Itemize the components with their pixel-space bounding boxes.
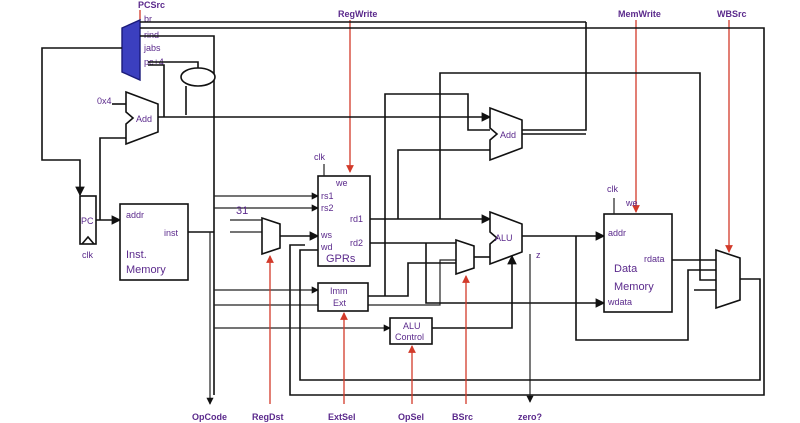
alu-z-label: z [536, 250, 541, 260]
alucontrol-line1: ALU [403, 321, 421, 331]
pc-mux [121, 18, 141, 82]
regfile-clk-label: clk [314, 152, 325, 162]
writeback-wire [299, 249, 761, 381]
dmem-rdata-label: rdata [644, 254, 665, 264]
bsrc-label: BSrc [452, 412, 473, 422]
jump-shift-ellipse [180, 67, 216, 87]
alucontrol-line2: Control [395, 332, 424, 342]
memwrite-label: MemWrite [618, 9, 661, 19]
imm-to-branch-adder-wire [384, 93, 490, 296]
regfile-wd-label: wd [320, 242, 333, 252]
rd1-to-branch-adder-wire [397, 149, 490, 219]
pc-adder [125, 90, 159, 146]
opcode-label: OpCode [192, 412, 227, 422]
pc4-to-wbmux-wire [699, 112, 716, 281]
dmem-we-label: we [625, 198, 638, 208]
alu-control [389, 317, 433, 345]
regfile-rd2-label: rd2 [350, 238, 363, 248]
immext-line1: Imm [330, 286, 348, 296]
register-file [317, 175, 371, 267]
alucontrol-to-alu-wire [432, 254, 517, 329]
extsel-label: ExtSel [328, 412, 356, 422]
regfile-rd1-label: rd1 [350, 214, 363, 224]
pc-clock-triangle [81, 235, 95, 245]
pc4-to-mux-wire [148, 64, 165, 117]
pcsrc-label: PCSrc [138, 0, 165, 10]
data-memory [603, 213, 673, 313]
regdst-label: RegDst [252, 412, 284, 422]
branch-adder-label: Add [500, 130, 516, 140]
regfile-name: GPRs [326, 253, 356, 265]
imm-extender [317, 282, 369, 312]
dmem-addr-label: addr [608, 228, 626, 238]
opsel-label: OpSel [398, 412, 424, 422]
wb-mux [715, 248, 741, 310]
pc-clk-label: clk [82, 250, 93, 260]
regfile-rs2-label: rs2 [321, 203, 334, 213]
br-wire [140, 21, 587, 131]
imm-to-bmux-wire [368, 262, 456, 297]
immext-line2: Ext [333, 298, 347, 308]
ellipse-out-wire [148, 61, 199, 68]
adder-const: 0x4 [97, 96, 112, 106]
pcmux-in-jabs: jabs [143, 43, 161, 53]
alu-label: ALU [495, 233, 513, 243]
rind-wire [140, 27, 765, 396]
pc-next-wire [41, 47, 122, 197]
pc-label: PC [81, 216, 94, 226]
bsrc-mux [455, 238, 475, 276]
dmem-wdata-label: wdata [607, 297, 632, 307]
pc-to-adder-wire [99, 137, 126, 220]
instruction-memory [119, 203, 189, 281]
dmem-title2: Memory [614, 281, 654, 293]
regwrite-label: RegWrite [338, 9, 377, 19]
alu-to-wbmux-wire [575, 236, 716, 341]
imem-addr-label: addr [126, 210, 144, 220]
imem-inst-label: inst [164, 228, 179, 238]
pcmux-in-br: br [144, 14, 152, 24]
rd1-to-rind-wire [439, 72, 701, 219]
wbsrc-label: WBSrc [717, 9, 747, 19]
pcmux-in-rind: rind [144, 30, 159, 40]
imem-title: Inst. [126, 249, 147, 261]
regfile-ws-label: ws [320, 230, 332, 240]
dmem-title: Data [614, 263, 638, 275]
regdst-mux [261, 216, 281, 256]
regfile-we-label: we [335, 178, 348, 188]
dmem-clk-label: clk [607, 184, 618, 194]
alu [489, 210, 523, 266]
pc-adder-label: Add [136, 114, 152, 124]
jabs-wire [140, 35, 215, 395]
imem-title2: Memory [126, 264, 166, 276]
regdst-const: 31 [236, 205, 248, 217]
zero-label: zero? [518, 412, 542, 422]
branch-adder [489, 106, 523, 162]
regfile-rs1-label: rs1 [321, 191, 334, 201]
